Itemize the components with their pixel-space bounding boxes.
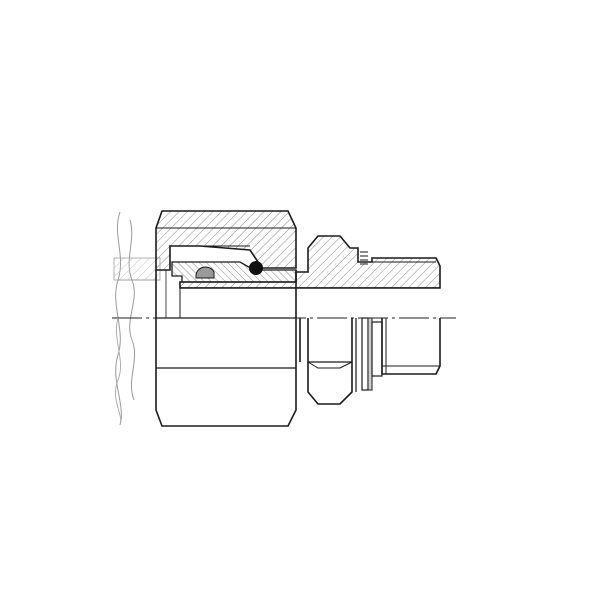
hex-icon (299, 318, 357, 405)
union-nut-section (155, 210, 297, 271)
edge-seal (195, 266, 215, 279)
pipe-tube-lower (115, 317, 122, 426)
pipe-tube-break (115, 211, 136, 426)
pipe-tube (113, 257, 161, 281)
hex-nut-icon (155, 270, 297, 427)
o-ring-seal (249, 261, 263, 275)
thread-icon (381, 318, 441, 375)
fitting-bore (180, 287, 440, 318)
seal-ring-icon (361, 317, 383, 391)
body-section (179, 235, 441, 289)
